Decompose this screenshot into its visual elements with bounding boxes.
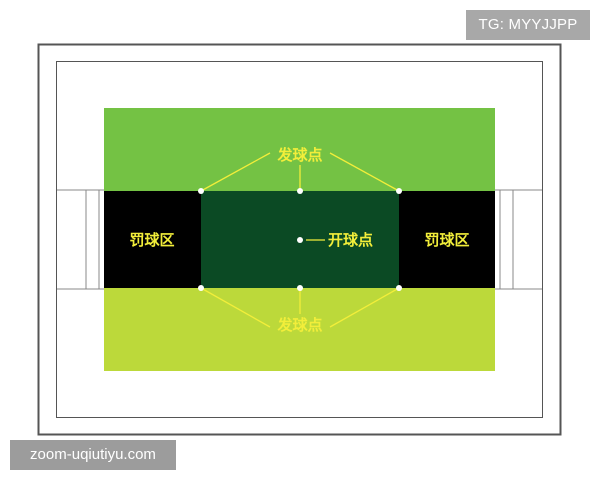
- left-gate: [57, 189, 104, 290]
- serve-point-dot: [198, 188, 204, 194]
- watermark-bottom-left: zoom-uqiutiyu.com: [10, 440, 176, 470]
- serve-point-dot: [396, 285, 402, 291]
- serve-point-dot: [198, 285, 204, 291]
- serve-point-dot: [297, 285, 303, 291]
- serve-point-dot: [297, 188, 303, 194]
- penalty-area-right: [399, 191, 495, 288]
- court-boundary: [56, 61, 543, 418]
- serve-points-top: [198, 188, 402, 194]
- serve-point-dot: [396, 188, 402, 194]
- penalty-area-left-label: 罚球区: [129, 231, 174, 249]
- penalty-area-left: [104, 191, 201, 288]
- serve-points-bottom: [198, 285, 402, 291]
- serve-point-top-label: 发球点: [276, 146, 322, 164]
- center-start-dot: [297, 237, 303, 243]
- penalty-area-right-label: 罚球区: [424, 231, 469, 249]
- marker-lines: [200, 152, 400, 328]
- serve-point-bottom-label: 发球点: [276, 316, 322, 334]
- center-start-label: 开球点: [328, 231, 373, 249]
- watermark-top-right: TG: MYYJJPP: [466, 10, 590, 40]
- right-gate: [495, 189, 542, 290]
